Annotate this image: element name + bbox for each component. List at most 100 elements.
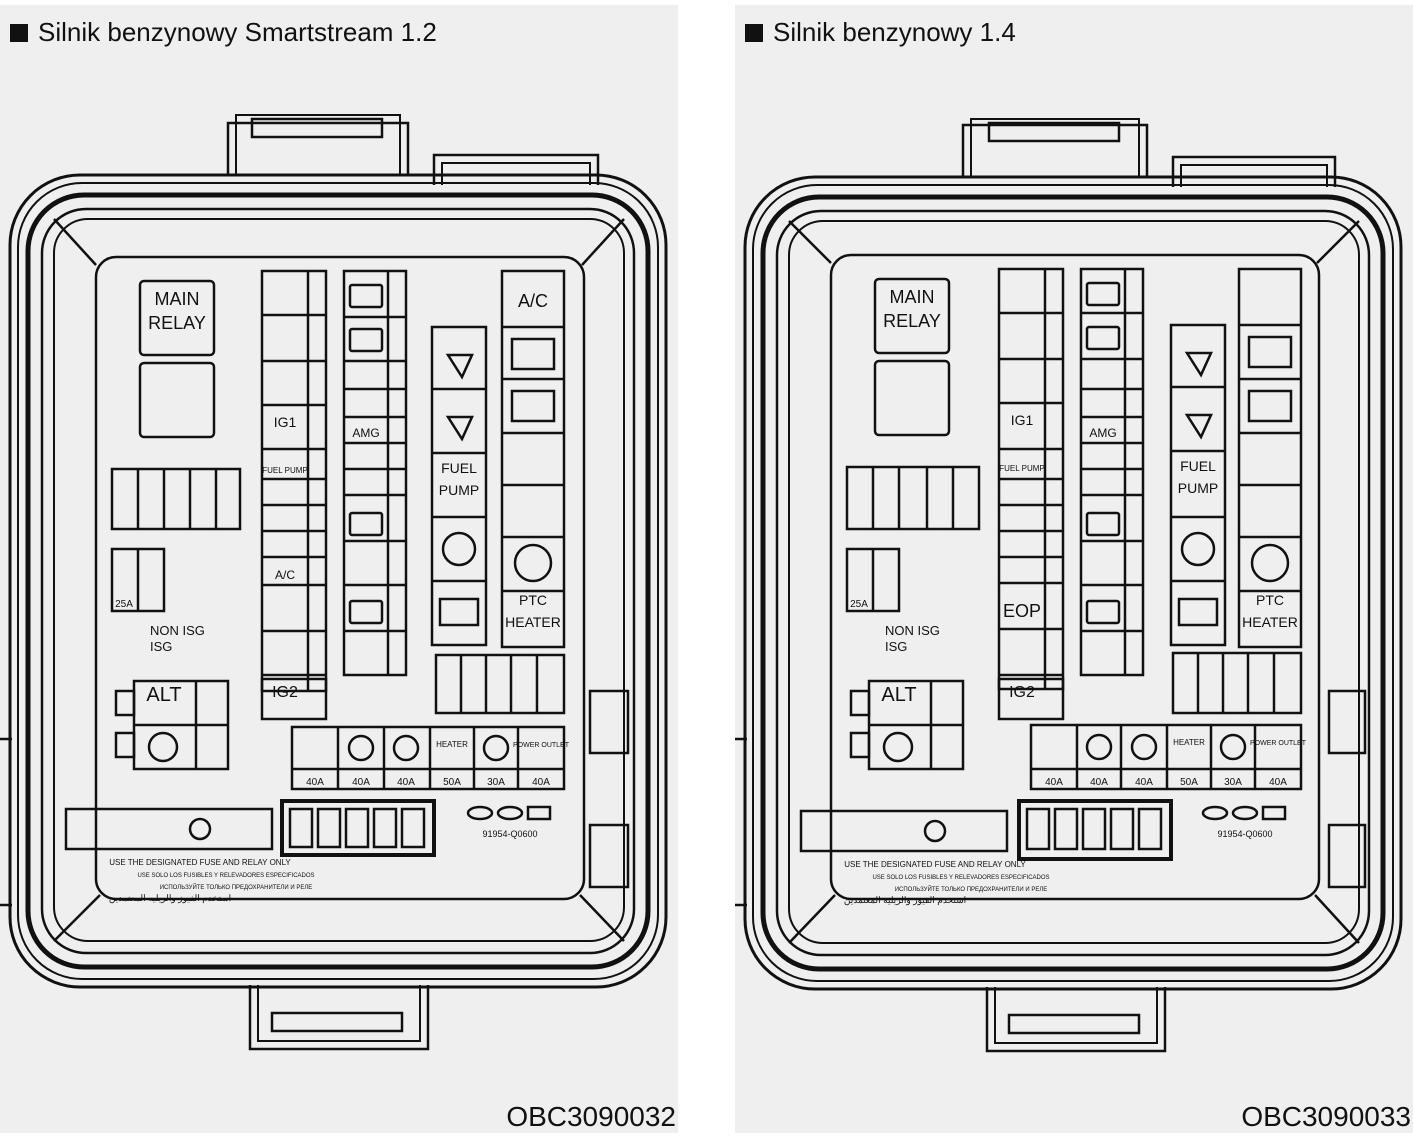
top-latch-left <box>226 121 410 175</box>
fuse-column-4 <box>430 325 488 647</box>
label-40a: 40A <box>1269 777 1287 788</box>
fuse-box-panel-1-2: Silnik benzynowy Smartstream 1.2 <box>0 5 678 1133</box>
label-notice-ru: ИСПОЛЬЗУЙТЕ ТОЛЬКО ПРЕДОХРАНИТЕЛИ И РЕЛЕ <box>895 885 1048 893</box>
label-main: MAIN <box>155 289 200 309</box>
defog-icon <box>438 597 480 627</box>
panel-title-text: Silnik benzynowy Smartstream 1.2 <box>38 17 437 47</box>
label-40a: 40A <box>352 777 370 788</box>
fuse-column-3 <box>342 269 408 677</box>
fuse-row <box>110 467 242 531</box>
latch-slot <box>250 117 384 139</box>
fuse-box-diagram: MAIN RELAY A/C IG1 FUEL PUMP AMG A/C FUE… <box>0 114 668 1051</box>
label-fuel: FUEL <box>441 460 477 476</box>
abs-icon <box>347 734 375 762</box>
label-ig1: IG1 <box>1011 412 1034 428</box>
fuse-column-5 <box>500 269 566 649</box>
bullet-square-icon <box>745 23 763 42</box>
label-25a: 25A <box>850 599 868 610</box>
inner-panel <box>94 255 586 901</box>
abs-icon <box>482 734 510 762</box>
label-40a: 40A <box>397 777 415 788</box>
label-alt: ALT <box>146 684 181 706</box>
label-power-outlet: POWER OUTLET <box>513 742 570 749</box>
label-amg: AMG <box>1089 426 1116 440</box>
label-notice-en: USE THE DESIGNATED FUSE AND RELAY ONLY <box>844 860 1026 869</box>
fan-relay-icon <box>510 337 556 371</box>
ig2-relay <box>260 677 328 721</box>
wiper-icon <box>445 353 474 380</box>
brand-logo <box>466 805 494 821</box>
label-notice-ar: استخدم الفيوز والريليه المعتمدين <box>844 895 966 906</box>
label-part-no: 91954-Q0600 <box>1217 829 1272 839</box>
relay-blank <box>138 361 216 439</box>
label-ig2: IG2 <box>272 684 298 701</box>
steering-icon <box>147 731 179 763</box>
fan-relay-icon <box>510 389 556 423</box>
label-40a: 40A <box>1045 777 1063 788</box>
rear-wiper-icon <box>441 531 477 567</box>
panel-title: Silnik benzynowy Smartstream 1.2 <box>10 17 437 48</box>
label-fuel-pump-small: FUEL PUMP <box>262 466 308 475</box>
bullet-square-icon <box>10 23 28 42</box>
label-notice-es: USE SOLO LOS FUSIBLES Y RELEVADORES ESPE… <box>137 873 314 879</box>
fuse-column-2 <box>260 269 328 693</box>
side-connector <box>588 823 630 889</box>
bottom-latch <box>248 985 430 1051</box>
label-50a: 50A <box>1180 777 1198 788</box>
figure-code: OBC3090032 <box>506 1101 676 1132</box>
label-ig2: IG2 <box>1009 684 1035 701</box>
label-relay: RELAY <box>883 311 941 331</box>
brand-logo <box>496 805 524 821</box>
fan-icon <box>392 734 420 762</box>
battery-icon <box>348 327 384 353</box>
label-part-no: 91954-Q0600 <box>482 829 537 839</box>
battery-icon <box>348 283 384 309</box>
label-isg: ISG <box>150 639 172 654</box>
fuse-box-diagram: MAIN RELAY IG1 FUEL PUMP AMG EOP FUEL PU… <box>735 118 1403 1053</box>
label-eop: EOP <box>1003 601 1041 621</box>
multi-fuse-row <box>290 725 566 791</box>
label-notice-en: USE THE DESIGNATED FUSE AND RELAY ONLY <box>109 858 291 867</box>
label-main: MAIN <box>890 287 935 307</box>
label-heater: HEATER <box>1242 614 1298 630</box>
label-epb-heater: HEATER <box>436 740 468 749</box>
label-notice-ru: ИСПОЛЬЗУЙТЕ ТОЛЬКО ПРЕДОХРАНИТЕЛИ И РЕЛЕ <box>160 883 313 891</box>
panel-title: Silnik benzynowy 1.4 <box>745 17 1016 48</box>
label-notice-ar: استخدم الفيوز والريليه المعتمدين <box>109 893 231 904</box>
figure-code: OBC3090033 <box>1241 1101 1411 1132</box>
label-ptc: PTC <box>519 592 547 608</box>
fuse-row-small <box>434 653 566 715</box>
brand-logo <box>526 805 552 821</box>
label-fuel: FUEL <box>1180 458 1216 474</box>
label-relay: RELAY <box>148 313 206 333</box>
label-ac-small: A/C <box>275 568 295 582</box>
label-40a: 40A <box>1135 777 1153 788</box>
side-connector <box>588 689 630 755</box>
wiper-icon <box>445 415 474 442</box>
battery-icon <box>348 599 384 625</box>
label-notice-es: USE SOLO LOS FUSIBLES Y RELEVADORES ESPE… <box>872 875 1049 881</box>
label-30a: 30A <box>1224 777 1242 788</box>
main-relay <box>138 279 216 357</box>
panel-title-text: Silnik benzynowy 1.4 <box>773 17 1016 47</box>
label-heater: HEATER <box>505 614 561 630</box>
label-fuel-pump-small: FUEL PUMP <box>999 464 1045 473</box>
label-30a: 30A <box>487 777 505 788</box>
label-ig1: IG1 <box>274 414 297 430</box>
label-ac: A/C <box>518 291 548 311</box>
fuse-box-panel-1-4: Silnik benzynowy 1.4 <box>735 5 1413 1133</box>
label-40a: 40A <box>1090 777 1108 788</box>
label-power-outlet: POWER OUTLET <box>1250 740 1307 747</box>
spare-fuses <box>280 799 436 857</box>
label-ptc: PTC <box>1256 592 1284 608</box>
fan-icon <box>513 543 553 583</box>
top-latch-right <box>432 153 600 185</box>
label-40a: 40A <box>532 777 550 788</box>
label-50a: 50A <box>443 777 461 788</box>
label-pump: PUMP <box>1178 480 1218 496</box>
battery-icon <box>348 511 384 537</box>
outer-shell <box>8 173 668 989</box>
label-pump: PUMP <box>439 482 479 498</box>
label-25a: 25A <box>115 599 133 610</box>
label-alt: ALT <box>881 684 916 706</box>
